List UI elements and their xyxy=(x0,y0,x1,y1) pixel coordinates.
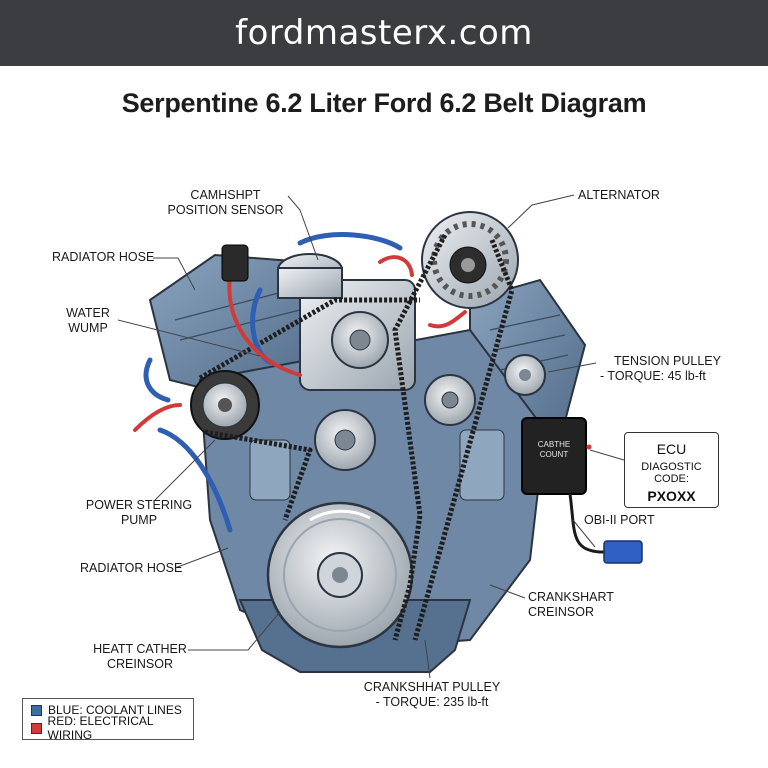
power-steering-pulley xyxy=(190,370,260,440)
radiator-hose-bottom-label: RADIATOR HOSE xyxy=(80,561,183,575)
power-steering-label-line2: PUMP xyxy=(120,513,158,527)
intake-assembly xyxy=(277,253,476,471)
site-banner: fordmasterx.com xyxy=(0,0,768,66)
crankshaft-sensor-label-line2: CREINSOR xyxy=(528,605,594,619)
leader-lines xyxy=(117,194,625,679)
diagram-title: Serpentine 6.2 Liter Ford 6.2 Belt Diagr… xyxy=(121,88,647,118)
camshaft-sensor xyxy=(221,244,249,282)
obd-port-label: OBI-II PORT xyxy=(584,513,655,527)
legend-text-wiring: RED: ELECTRICAL WIRING xyxy=(47,714,154,742)
camshaft-sensor-label-line1: CAMHSHPT xyxy=(190,188,261,202)
legend-swatch-red xyxy=(31,722,42,734)
radiator-hose-top-label: RADIATOR HOSE xyxy=(52,250,155,264)
ecu-callout-title: ECU xyxy=(656,441,687,457)
camshaft-sensor-label-line2: POSITION SENSOR xyxy=(167,203,284,217)
legend-item-coolant: BLUE: COOLANT LINES xyxy=(31,701,193,719)
alternator-unit xyxy=(421,211,519,309)
legend-text-coolant: BLUE: COOLANT LINES xyxy=(48,703,182,717)
ecu-callout-code-label: DIAGOSTIC CODE: xyxy=(641,461,702,485)
camshaft-sensor-label: CAMHSHPT POSITION SENSOR xyxy=(158,188,293,218)
crankshaft-pulley xyxy=(266,501,414,649)
power-steering-label-line1: POWER STERING xyxy=(85,498,193,512)
ecu-callout-code-value: PXOXX xyxy=(647,488,696,504)
legend: BLUE: COOLANT LINES RED: ELECTRICAL WIRI… xyxy=(22,698,194,742)
water-pump-label-line2: WUMP xyxy=(68,321,108,335)
tension-pulley xyxy=(504,354,546,396)
ecu-callout: ECU DIAGOSTIC CODE: PXOXX xyxy=(624,432,719,508)
legend-item-wiring: RED: ELECTRICAL WIRING xyxy=(31,714,193,742)
water-pump-label: WATER WUMP xyxy=(58,306,118,336)
crankshaft-sensor-label-line1: CRANKSHART xyxy=(528,590,614,604)
heat-sensor-label-line2: CREINSOR xyxy=(107,657,173,671)
water-pump-label-line1: WATER xyxy=(66,306,110,320)
crankshaft-sensor-label: CRANKSHART CREINSOR xyxy=(528,590,614,620)
heat-sensor-label-line1: HEATT CATHER xyxy=(93,642,187,656)
tension-pulley-label-line2: - TORQUE: 45 lb-ft xyxy=(600,369,706,383)
electrical-wiring xyxy=(133,255,467,432)
power-steering-label: POWER STERING PUMP xyxy=(68,498,210,528)
crankshaft-pulley-label-line1: CRANKSHHAT PULLEY xyxy=(363,680,501,694)
crankshaft-pulley-label: CRANKSHHAT PULLEY - TORQUE: 235 lb-ft xyxy=(362,680,502,710)
ecu-module-text-line1: CABTHE xyxy=(537,440,571,449)
tension-pulley-label-line1: TENSION PULLEY xyxy=(614,354,721,368)
crankshaft-pulley-label-line2: - TORQUE: 235 lb-ft xyxy=(375,695,489,709)
alternator-label: ALTERNATOR xyxy=(578,188,660,202)
tension-pulley-label: TENSION PULLEY - TORQUE: 45 lb-ft xyxy=(600,354,721,384)
ecu-module xyxy=(521,417,643,564)
legend-swatch-blue xyxy=(31,704,42,716)
heat-sensor-label: HEATT CATHER CREINSOR xyxy=(90,642,190,672)
site-domain: fordmasterx.com xyxy=(235,13,533,53)
ecu-module-text-line2: COUNT xyxy=(539,450,569,459)
ecu-module-text: CABTHE COUNT xyxy=(526,440,582,460)
